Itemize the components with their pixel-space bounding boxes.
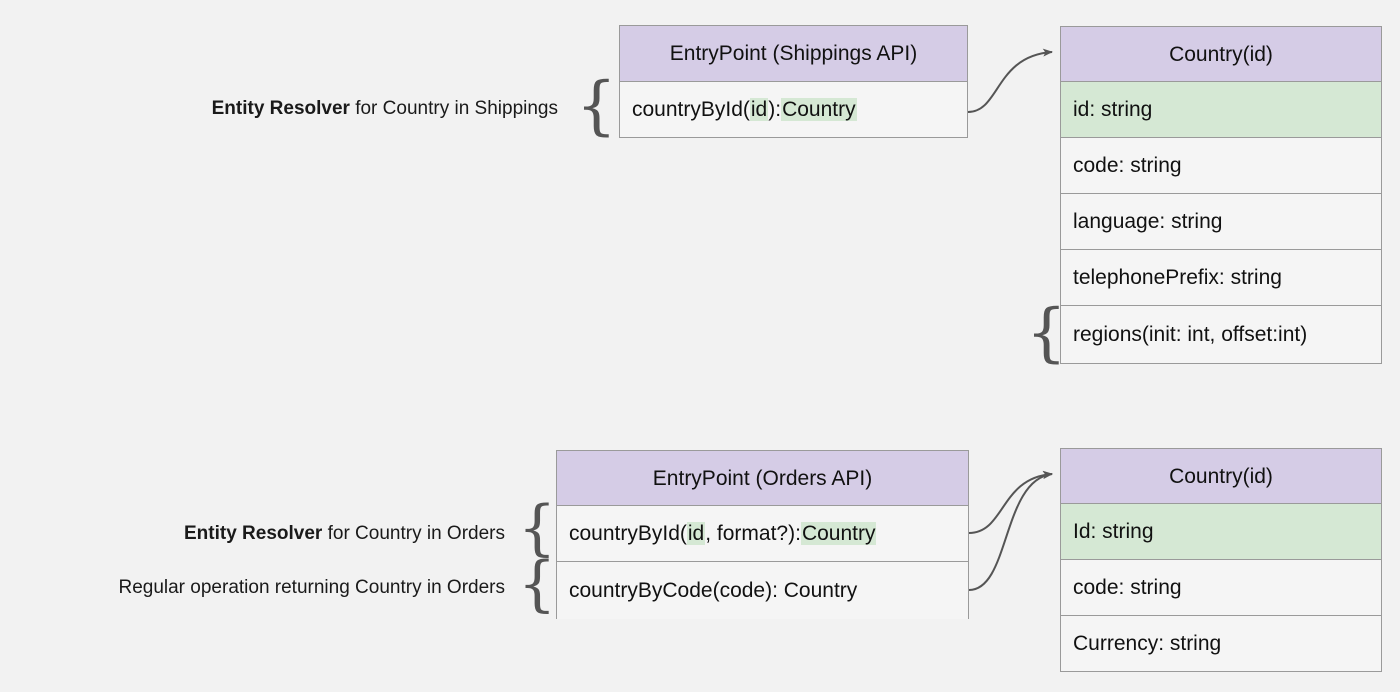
signature-segment: , format?): xyxy=(705,522,801,545)
signature-segment-highlighted: Country xyxy=(800,522,877,545)
entity-country-shippings-box: Country(id) id: string code: string lang… xyxy=(1060,26,1382,364)
annotation-entity-resolver-shippings: Entity Resolver for Country in Shippings xyxy=(152,99,558,118)
entity-field-row: Currency: string xyxy=(1061,616,1381,671)
connector-orders-countrybyid-to-country xyxy=(968,470,1053,534)
entity-field-row: code: string xyxy=(1061,138,1381,194)
annotation-entity-resolver-orders: Entity Resolver for Country in Orders xyxy=(130,524,505,543)
signature-segment-highlighted: Country xyxy=(781,98,857,121)
entrypoint-shippings-row-countrybyid: countryById(id): Country xyxy=(620,82,967,137)
annotation-rest: for Country in Shippings xyxy=(349,98,558,119)
annotation-rest: for Country in Orders xyxy=(322,523,505,544)
annotation-bold-prefix: Entity Resolver xyxy=(211,98,350,119)
brace-orders-resolver: { xyxy=(518,493,557,563)
signature-segment: countryById( xyxy=(632,98,750,121)
brace-country-regions-row: { xyxy=(1026,296,1067,370)
connector-shippings-countrybyid-to-country xyxy=(967,48,1053,113)
connector-orders-countrybycode-to-country xyxy=(968,471,1053,591)
signature-segment: countryByCode(code): Country xyxy=(569,579,858,602)
entrypoint-orders-box: EntryPoint (Orders API) countryById(id, … xyxy=(556,450,969,619)
entity-field-row: code: string xyxy=(1061,560,1381,616)
entity-country-orders-box: Country(id) Id: string code: string Curr… xyxy=(1060,448,1382,672)
signature-segment: ): xyxy=(768,98,782,121)
brace-shippings-resolver: { xyxy=(576,69,617,143)
annotation-regular-operation-orders: Regular operation returning Country in O… xyxy=(30,578,505,597)
entity-field-row: language: string xyxy=(1061,194,1381,250)
entrypoint-orders-row-countrybycode: countryByCode(code): Country xyxy=(557,562,968,619)
entity-field-row: id: string xyxy=(1061,82,1381,138)
entrypoint-orders-row-countrybyid: countryById(id, format?): Country xyxy=(557,506,968,562)
annotation-rest: Regular operation returning Country in O… xyxy=(118,577,505,598)
entity-country-orders-title: Country(id) xyxy=(1061,449,1381,504)
entrypoint-orders-title: EntryPoint (Orders API) xyxy=(557,451,968,506)
entity-field-row: Id: string xyxy=(1061,504,1381,560)
entity-country-shippings-title: Country(id) xyxy=(1061,27,1381,82)
signature-segment-highlighted: id xyxy=(686,522,706,545)
entrypoint-shippings-box: EntryPoint (Shippings API) countryById(i… xyxy=(619,25,968,138)
signature-segment: countryById( xyxy=(569,522,687,545)
entity-field-row: regions(init: int, offset:int) xyxy=(1061,306,1381,363)
signature-segment-highlighted: id xyxy=(749,98,769,121)
annotation-bold-prefix: Entity Resolver xyxy=(184,523,323,544)
entrypoint-shippings-title: EntryPoint (Shippings API) xyxy=(620,26,967,82)
entity-field-row: telephonePrefix: string xyxy=(1061,250,1381,306)
brace-orders-regular-operation: { xyxy=(518,549,557,619)
